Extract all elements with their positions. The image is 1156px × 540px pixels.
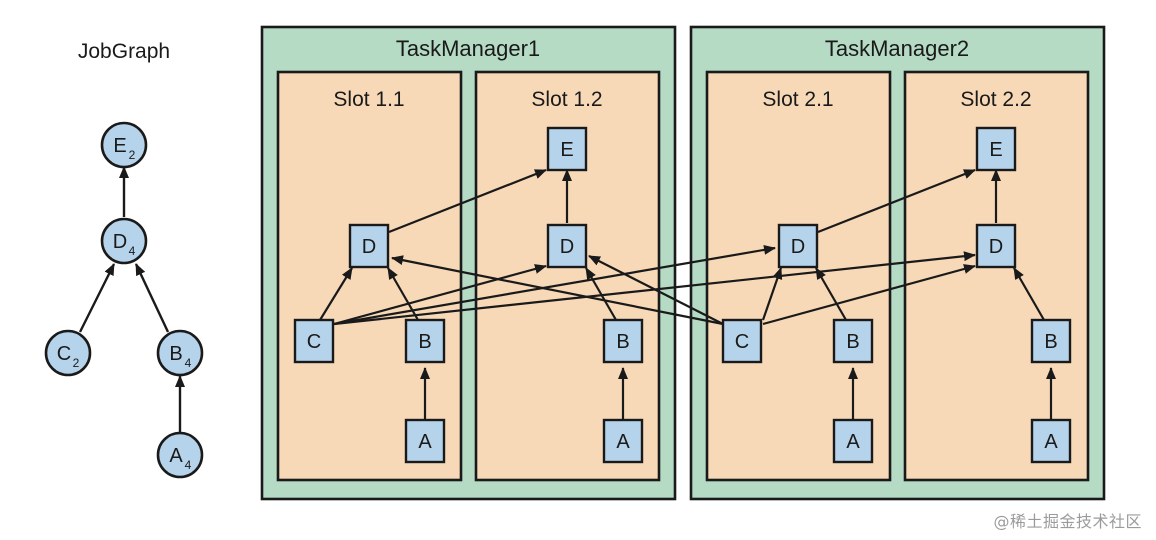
slot-1-1-label: Slot 1.1 (333, 88, 404, 111)
slot-2-1-label: Slot 2.1 (762, 88, 833, 111)
task-edges (319, 168, 1056, 420)
task-node-d-slot22-label: D (989, 236, 1003, 258)
edge-c21-d11 (391, 255, 724, 326)
task-node-b-slot21-label: B (846, 331, 859, 353)
task-node-a-slot22-label: A (1044, 431, 1058, 453)
edge-c21-d12 (588, 255, 724, 325)
jobgraph-node-e-sub: 2 (129, 148, 136, 162)
jobgraph-node-e-letter: E (113, 135, 126, 157)
edge-d11-e12 (388, 168, 547, 234)
jobgraph-node-b-letter: B (169, 343, 182, 365)
task-node-a-slot22: A (1030, 418, 1072, 464)
slot-1-2-label: Slot 1.2 (531, 88, 602, 111)
slot-2-1 (705, 70, 892, 482)
jobgraph-edge-c-d (78, 263, 116, 333)
task-node-d-slot12: D (546, 223, 588, 269)
task-manager-1: TaskManager1 Slot 1.1 Slot 1.2 (260, 25, 677, 501)
jobgraph-node-a-letter: A (169, 445, 183, 467)
task-node-c-slot11-label: C (307, 331, 321, 353)
jobgraph-node-e: E 2 (100, 121, 148, 169)
task-manager-1-label: TaskManager1 (396, 36, 540, 61)
task-node-a-slot21-label: A (846, 431, 860, 453)
jobgraph-node-b: B 4 (156, 329, 204, 377)
task-node-c-slot21-label: C (735, 331, 749, 353)
task-node-a-slot12-label: A (616, 431, 630, 453)
jobgraph-node-a-sub: 4 (185, 458, 192, 472)
task-node-a-slot11: A (404, 418, 446, 464)
slot-2-2-label: Slot 2.2 (960, 88, 1031, 111)
task-node-d-slot22: D (975, 223, 1017, 269)
task-node-e-slot22-label: E (989, 139, 1002, 161)
edge-c11-d11 (319, 267, 353, 321)
task-node-c-slot11: C (293, 318, 335, 364)
task-node-a-slot11-label: A (418, 431, 432, 453)
edge-b12-d12 (585, 267, 617, 321)
jobgraph-title: JobGraph (78, 40, 170, 63)
task-node-b-slot22: B (1030, 318, 1072, 364)
jobgraph-edge-b-d (134, 263, 170, 333)
task-node-d-slot11-label: D (362, 236, 376, 258)
watermark: @稀土掘金技术社区 (993, 512, 1142, 531)
task-manager-2-label: TaskManager2 (825, 36, 969, 61)
task-node-d-slot11: D (348, 223, 390, 269)
edge-c11-d21 (333, 244, 776, 326)
task-node-e-slot12: E (546, 126, 588, 172)
task-node-d-slot21: D (777, 223, 819, 269)
task-node-b-slot12: B (602, 318, 644, 364)
jobgraph-node-b-sub: 4 (185, 356, 192, 370)
edge-c21-d21 (761, 267, 783, 321)
jobgraph-node-c-sub: 2 (73, 356, 80, 370)
edge-b22-d22 (1013, 267, 1045, 321)
jobgraph-node-d: D 4 (100, 217, 148, 265)
task-node-a-slot21: A (832, 418, 874, 464)
jobgraph-node-d-sub: 4 (129, 244, 136, 258)
task-node-b-slot12-label: B (616, 331, 629, 353)
task-node-a-slot12: A (602, 418, 644, 464)
jobgraph-node-a: A 4 (156, 431, 204, 479)
edge-c11-d12 (333, 264, 547, 326)
edge-d21-e22 (817, 168, 976, 234)
task-node-b-slot21: B (832, 318, 874, 364)
task-node-b-slot22-label: B (1044, 331, 1057, 353)
task-node-b-slot11-label: B (418, 331, 431, 353)
slot-1-1 (276, 70, 463, 482)
jobgraph-edges (78, 166, 185, 432)
task-node-e-slot22: E (975, 126, 1017, 172)
task-nodes: D C B A E D B A (293, 126, 1072, 464)
task-node-b-slot11: B (404, 318, 446, 364)
jobgraph-node-c-letter: C (57, 343, 71, 365)
jobgraph-node-d-letter: D (113, 231, 127, 253)
edge-c21-d22 (762, 264, 976, 326)
edge-b11-d11 (387, 267, 419, 321)
task-node-e-slot12-label: E (560, 139, 573, 161)
task-node-d-slot12-label: D (560, 236, 574, 258)
task-node-d-slot21-label: D (791, 236, 805, 258)
jobgraph-node-c: C 2 (44, 329, 92, 377)
task-node-c-slot21: C (721, 318, 763, 364)
edge-b21-d21 (815, 267, 847, 321)
